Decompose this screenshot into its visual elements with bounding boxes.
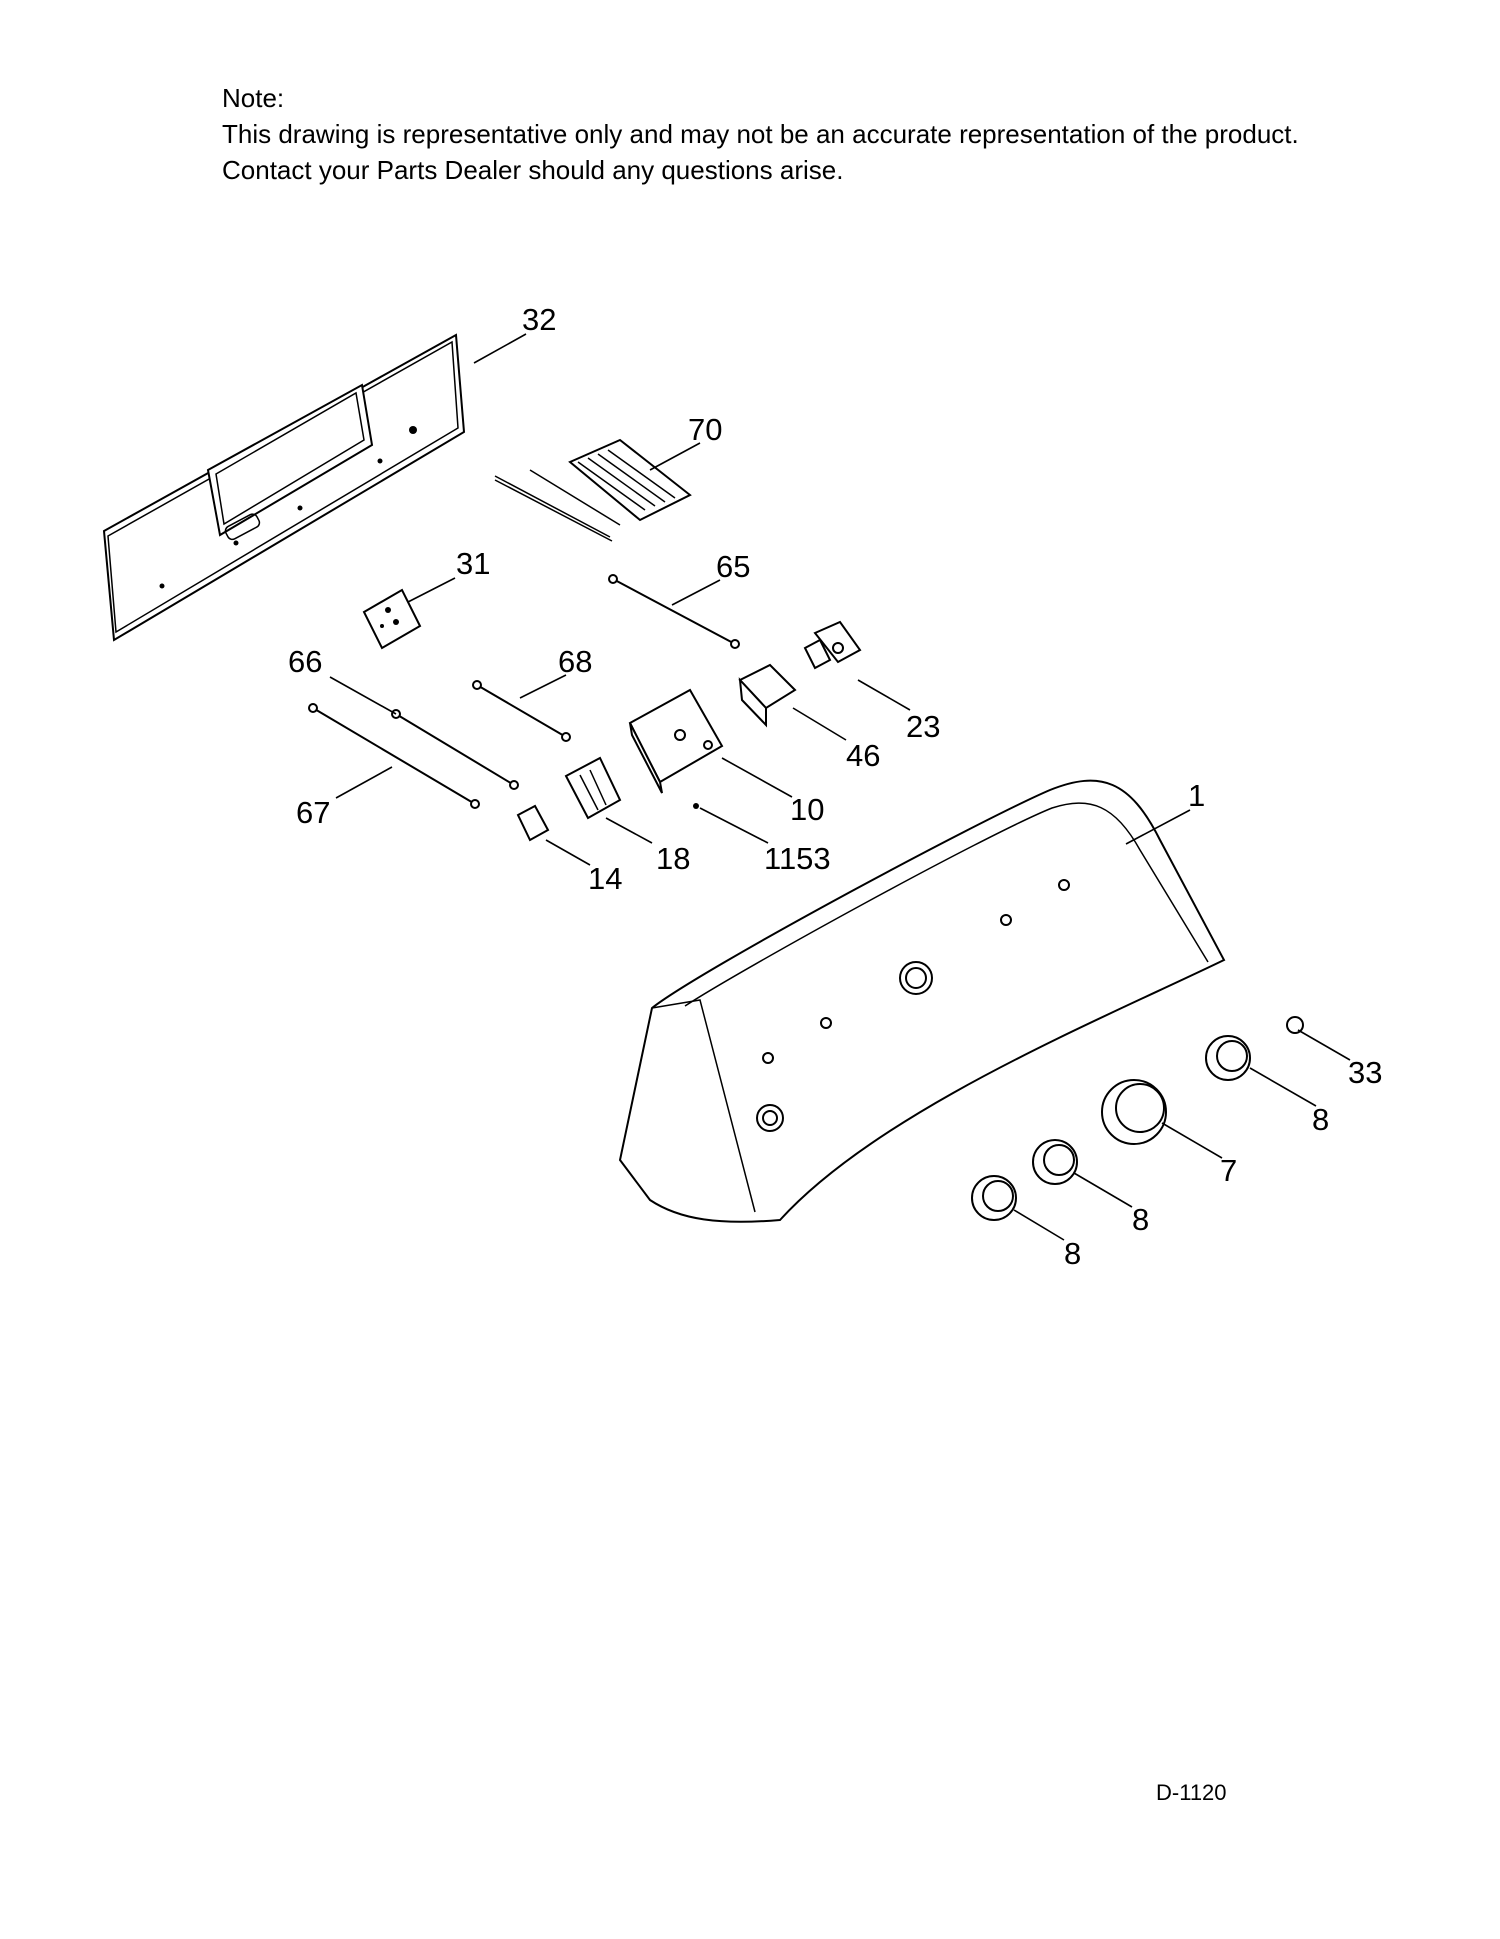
- callout-10: 10: [790, 792, 824, 827]
- note-line-1: This drawing is representative only and …: [222, 119, 1299, 149]
- callout-33: 33: [1348, 1055, 1382, 1090]
- callout-18: 18: [656, 841, 690, 876]
- part-23-switch: [803, 620, 862, 670]
- callout-32: 32: [522, 302, 556, 337]
- wire-68: [476, 684, 567, 738]
- note-line-2: Contact your Parts Dealer should any que…: [222, 155, 844, 185]
- callout-8-c: 8: [1064, 1236, 1081, 1271]
- wire-66: [395, 713, 515, 786]
- wires: [308, 574, 740, 809]
- callout-8-b: 8: [1132, 1202, 1149, 1237]
- callout-70: 70: [688, 412, 722, 447]
- callout-7: 7: [1220, 1153, 1237, 1188]
- part-8-knob-b: [1032, 1139, 1078, 1185]
- callout-66: 66: [288, 644, 322, 679]
- callout-31: 31: [456, 546, 490, 581]
- part-32-rear-panel: [102, 333, 466, 642]
- part-33-cap: [1286, 1016, 1304, 1034]
- callout-46: 46: [846, 738, 880, 773]
- callout-8-a: 8: [1312, 1102, 1329, 1137]
- part-14-switch: [516, 804, 550, 842]
- callout-68: 68: [558, 644, 592, 679]
- document-id: D-1120: [1156, 1780, 1227, 1805]
- part-10-timer: [628, 688, 724, 794]
- callout-65: 65: [716, 549, 750, 584]
- part-31-control-board: [362, 588, 422, 650]
- note-heading: Note:: [222, 83, 285, 113]
- part-70-wire-harness: [494, 438, 692, 542]
- callout-14: 14: [588, 861, 622, 896]
- part-1153-screw: [693, 803, 699, 809]
- callout-67: 67: [296, 795, 330, 830]
- note-block: Note: This drawing is representative onl…: [222, 80, 1299, 188]
- part-1-console: [618, 779, 1226, 1223]
- wire-67: [312, 707, 476, 805]
- callout-labels: 32 70 31 65 66 68 23 46 67 10 1 18 1153 …: [288, 302, 1382, 1271]
- part-46-selector: [738, 663, 797, 728]
- callout-1: 1: [1188, 778, 1205, 813]
- part-7-knob: [1101, 1079, 1167, 1145]
- part-18-switch: [564, 756, 622, 820]
- part-8-knob-c: [971, 1175, 1017, 1221]
- wire-65: [612, 578, 736, 645]
- callout-1153: 1153: [764, 841, 831, 876]
- callout-23: 23: [906, 709, 940, 744]
- leader-lines: [329, 333, 1351, 1241]
- part-8-knob-a: [1205, 1035, 1251, 1081]
